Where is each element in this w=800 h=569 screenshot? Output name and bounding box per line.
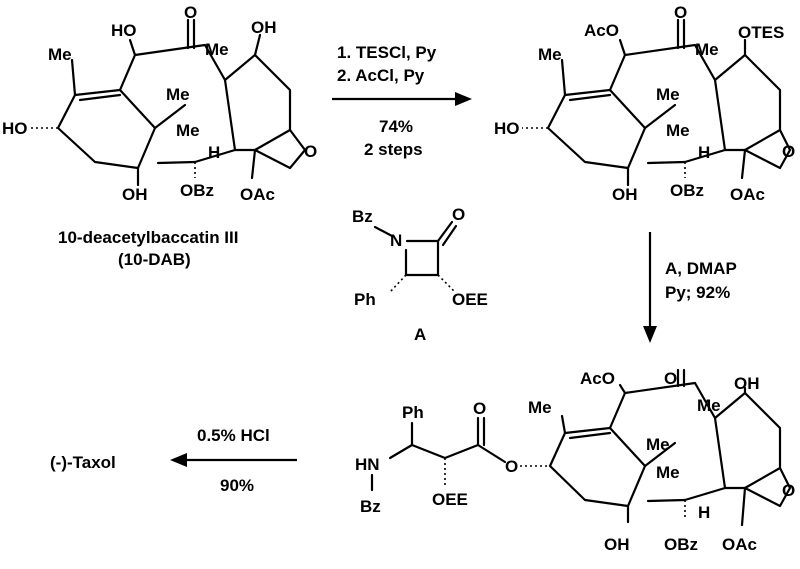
product-name: (-)-Taxol [50,453,116,472]
label-oac: OAc [722,535,757,554]
label-aco: AcO [580,369,615,388]
label-o: O [782,481,795,500]
label-me: Me [656,463,680,482]
label-aco: AcO [584,21,619,40]
label-me: Me [176,121,200,140]
structure-10-dab: Me HO OH HO O Me Me Me OH H O OBz OAc [2,3,317,204]
label-o: O [184,3,197,22]
label-bz: Bz [352,207,373,226]
label-oh: OH [734,374,760,393]
step1-condition-1: 1. TESCl, Py [337,43,437,62]
label-me: Me [656,85,680,104]
label-me: Me [695,40,719,59]
label-obz: OBz [670,181,704,200]
start-material-abbr: (10-DAB) [118,250,191,269]
label-ph: Ph [354,290,376,309]
label-ho: HO [2,119,28,138]
step1-yield: 74% [379,117,413,136]
label-o: O [452,205,465,224]
label-o: O [674,3,687,22]
label-h: H [698,503,710,522]
step2-condition-2: Py; 92% [665,283,730,302]
step2-condition-1: A, DMAP [665,259,737,278]
label-bz: Bz [360,497,381,516]
label-o: O [782,142,795,161]
label-o: O [505,457,518,476]
label-ho: HO [494,119,520,138]
label-n: N [390,231,402,250]
label-obz: OBz [180,181,214,200]
start-material-name: 10-deacetylbaccatin III [58,228,238,247]
step3-condition-1: 0.5% HCl [197,426,270,445]
label-hn: HN [355,455,380,474]
label-o: O [664,369,677,388]
label-me: Me [48,45,72,64]
label-ph: Ph [402,403,424,422]
reaction-arrow-step3 [170,453,297,467]
label-oac: OAc [730,185,765,204]
label-o: O [473,399,486,418]
label-me: Me [528,398,552,417]
label-oh: OH [612,185,638,204]
label-me: Me [697,396,721,415]
label-obz: OBz [664,535,698,554]
label-me: Me [205,40,229,59]
label-h: H [698,143,710,162]
label-me: Me [538,45,562,64]
reagent-a-label: A [414,325,426,344]
label-otes: OTES [738,23,784,42]
step3-yield: 90% [220,476,254,495]
reaction-arrow-step1 [332,92,472,106]
reaction-arrow-step2 [643,232,657,343]
label-h: H [208,143,220,162]
reagent-a-beta-lactam: Bz N O Ph OEE [352,205,488,309]
label-oac: OAc [240,185,275,204]
label-oee: OEE [452,290,488,309]
label-o: O [304,142,317,161]
label-me: Me [666,121,690,140]
structure-protected-baccatin: Me HO OH AcO O Me Me Me OTES H O OBz OAc [494,3,795,204]
step1-condition-2: 2. AcCl, Py [337,66,425,85]
label-oh: OH [122,185,148,204]
step1-steps: 2 steps [364,140,423,159]
label-oee: OEE [432,490,468,509]
label-me: Me [166,85,190,104]
label-oh: OH [604,535,630,554]
label-oh: OH [251,18,277,37]
label-me: Me [646,435,670,454]
label-ho: HO [111,21,137,40]
structure-coupled-product: Ph HN Bz OEE O O Me OH AcO O Me Me Me [355,368,795,554]
